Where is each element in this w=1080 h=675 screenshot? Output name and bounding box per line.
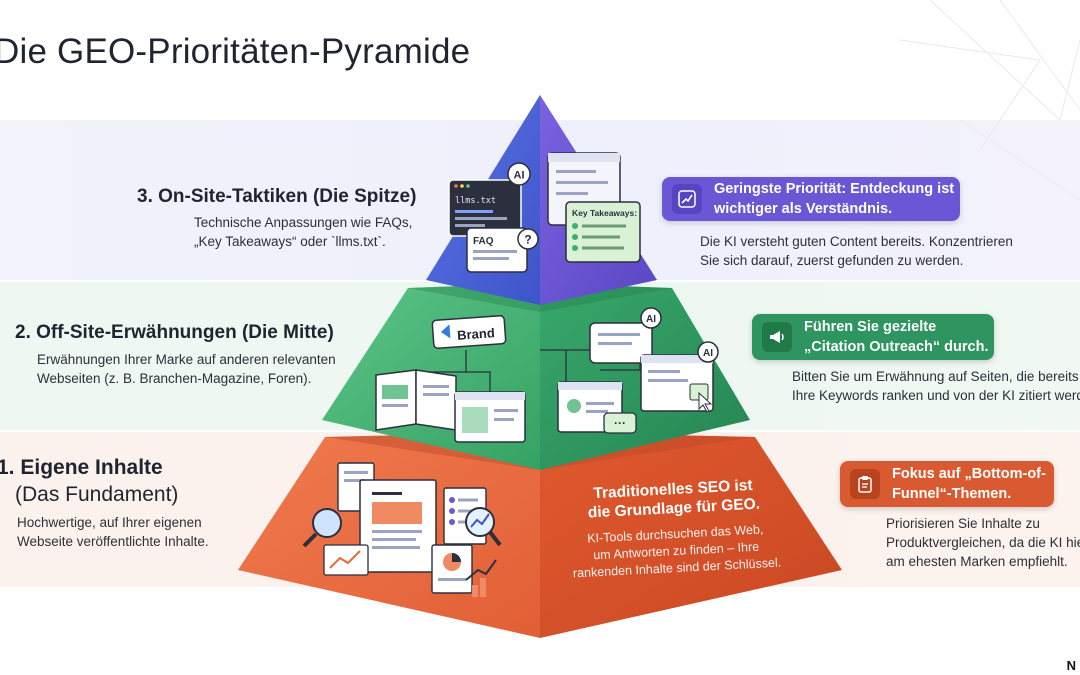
level1-badge-line2: Funnel“-Themen. [892, 486, 1012, 502]
level2-desc-line1: Erwähnungen Ihrer Marke auf anderen rele… [37, 352, 336, 367]
level3-note-line2: Sie sich darauf, zuerst gefunden zu werd… [700, 253, 964, 268]
level1-note-line2: Produktvergleichen, da die KI hie [886, 535, 1080, 550]
svg-text:AI: AI [703, 348, 713, 359]
svg-text:···: ··· [614, 416, 626, 430]
brand-tag-icon: Brand [431, 315, 507, 349]
level1-desc-line2: Webseite veröffentlichte Inhalte. [17, 534, 209, 549]
svg-text:Key Takeaways:: Key Takeaways: [572, 208, 637, 218]
faq-card-icon: FAQ [466, 227, 528, 273]
level1-desc-line1: Hochwertige, auf Ihrer eigenen [17, 515, 202, 530]
pie-report-icon [431, 544, 473, 594]
level1-note-line1: Priorisieren Sie Inhalte zu [886, 516, 1040, 531]
svg-text:llms.txt: llms.txt [455, 196, 496, 206]
level1-heading-line2: (Das Fundament) [15, 483, 179, 506]
level3-desc-line1: Technische Anpassungen wie FAQs, [194, 215, 413, 230]
level1-heading-line1: 1. Eigene Inhalte [0, 456, 163, 479]
level2-note: Bitten Sie um Erwähnung auf Seiten, die … [792, 367, 1080, 405]
level1-badge-line1: Fokus auf „Bottom-of- [892, 466, 1046, 482]
svg-text:AI: AI [514, 170, 525, 182]
level3-note: Die KI versteht guten Content bereits. K… [700, 232, 1060, 270]
base-face-text: Traditionelles SEO ist die Grundlage für… [558, 474, 793, 583]
level3-note-line1: Die KI versteht guten Content bereits. K… [700, 234, 1013, 249]
pyramid-base-right-face [540, 432, 842, 638]
level2-heading: 2. Off-Site-Erwähnungen (Die Mitte) [15, 322, 334, 343]
level1-note-line3: am ehesten Marken empfiehlt. [886, 554, 1068, 569]
level3-desc-line2: „Key Takeaways“ oder `llms.txt`. [194, 234, 386, 249]
level3-description: Technische Anpassungen wie FAQs, „Key Ta… [194, 213, 454, 251]
level2-badge-line2: „Citation Outreach“ durch. [804, 339, 989, 355]
level3-badge-line2: wichtiger als Verständnis. [714, 201, 893, 217]
level3-badge: Geringste Priorität: Entdeckung ist wich… [662, 177, 960, 221]
decorative-lines [899, 0, 1080, 201]
chat-bubble-icon: AI [589, 307, 662, 364]
ai-bubble-icon: AI [507, 162, 531, 186]
analytics-magnifier-icon [465, 507, 502, 547]
key-takeaways-card-icon: Key Takeaways: [565, 201, 641, 263]
level1-badge: Fokus auf „Bottom-of- Funnel“-Themen. [840, 461, 1054, 507]
trend-chart-icon [672, 184, 702, 214]
level1-description: Hochwertige, auf Ihrer eigenen Webseite … [17, 513, 247, 551]
magnifier-icon [302, 508, 342, 548]
svg-text:AI: AI [646, 314, 656, 325]
svg-text:Brand: Brand [457, 325, 496, 343]
documents-icon [337, 462, 437, 573]
growth-arrow-icon [465, 559, 497, 597]
level2-note-line1: Bitten Sie um Erwähnung auf Seiten, die … [792, 369, 1080, 384]
svg-text:FAQ: FAQ [473, 236, 494, 247]
level2-note-line2: Ihre Keywords ranken und von der KI ziti… [792, 388, 1080, 403]
level1-note: Priorisieren Sie Inhalte zu Produktvergl… [886, 514, 1080, 571]
clipboard-icon [850, 469, 880, 499]
megaphone-icon [762, 322, 792, 352]
level2-badge: Führen Sie gezielte „Citation Outreach“ … [752, 314, 994, 360]
corner-logo-mark: N [1066, 658, 1076, 673]
page-title: Die GEO-Prioritäten-Pyramide [0, 32, 471, 71]
level2-description: Erwähnungen Ihrer Marke auf anderen rele… [37, 350, 357, 388]
webpage-icon-right: ··· [557, 381, 637, 434]
svg-text:?: ? [524, 233, 531, 247]
level3-heading: 3. On-Site-Taktiken (Die Spitze) [137, 186, 417, 207]
level3-badge-line1: Geringste Priorität: Entdeckung ist [714, 181, 955, 197]
level2-badge-line1: Führen Sie gezielte [804, 319, 937, 335]
magazine-icon [375, 369, 457, 431]
level2-desc-line2: Webseiten (z. B. Branchen-Magazine, Fore… [37, 371, 312, 386]
question-icon: ? [517, 228, 539, 250]
webpage-icon-left [454, 391, 526, 443]
ai-cursor-window-icon: AI [640, 341, 719, 413]
line-chart-card-icon [323, 544, 369, 576]
